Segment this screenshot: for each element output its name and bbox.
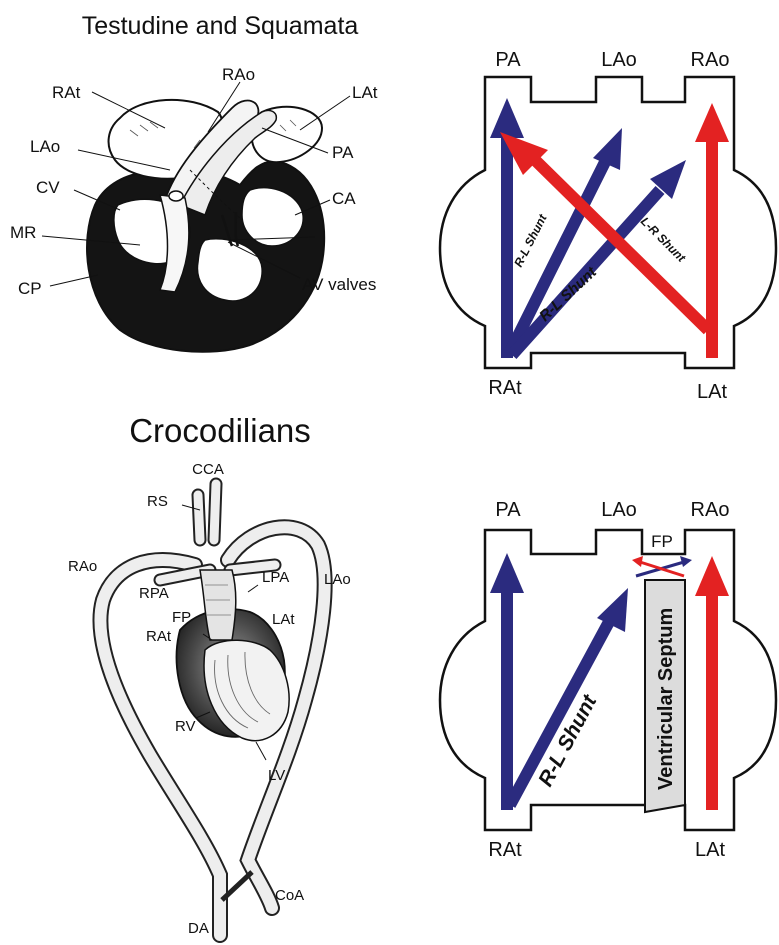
label-bottom-outflow-rao: RAo [691,499,730,521]
label-bottom-rat: RAt [146,628,172,645]
label-rs: RS [147,493,168,510]
crocodile-heart-drawing [100,484,324,935]
label-bottom-lat: LAt [272,611,295,628]
label-fp: FP [172,609,191,626]
bottom-shunt-schematic: Ventricular Septum R-L Shunt PA LAo RAo … [440,499,776,861]
label-bottom-inflow-lat: LAt [695,839,725,861]
label-top-outflow-lao: LAo [601,49,637,71]
label-bottom-fp: FP [651,532,673,551]
label-bottom-outflow-pa: PA [495,499,521,521]
label-top-outflow-rao: RAo [691,49,730,71]
label-rpa: RPA [139,585,169,602]
label-mr: MR [10,223,36,242]
label-top-inflow-rat: RAt [488,377,522,399]
label-cv: CV [36,178,60,197]
label-rat: RAt [52,83,81,102]
label-top-outflow-pa: PA [495,49,521,71]
label-bottom-rao: RAo [68,558,97,575]
label-top-inflow-lat: LAt [697,381,727,403]
label-cca: CCA [192,461,224,478]
top-anatomy-illustration: Testudine and Squamata [10,12,378,352]
label-da: DA [188,920,209,937]
label-septum: Ventricular Septum [655,608,677,790]
label-av-valves: AV valves [302,275,376,294]
label-rv: RV [175,718,196,735]
label-coa: CoA [275,887,304,904]
label-pa: PA [332,143,354,162]
label-ca: CA [332,189,356,208]
label-lpa: LPA [262,569,289,586]
label-bottom-outflow-lao: LAo [601,499,637,521]
top-heart-outline [440,77,776,368]
top-section-title: Testudine and Squamata [82,12,359,40]
label-rao: RAo [222,65,255,84]
bottom-anatomy-illustration: Crocodilians [68,412,351,937]
label-lat: LAt [352,83,378,102]
label-cp: CP [18,279,42,298]
label-lv: LV [268,767,285,784]
top-shunt-schematic: R-L Shunt R-L Shunt L-R Shunt PA LAo RAo… [440,49,776,403]
bottom-section-title: Crocodilians [129,412,311,449]
label-bottom-lao: LAo [324,571,351,588]
bottom-heart-outline [440,530,776,830]
label-bottom-inflow-rat: RAt [488,839,522,861]
label-lao: LAo [30,137,60,156]
